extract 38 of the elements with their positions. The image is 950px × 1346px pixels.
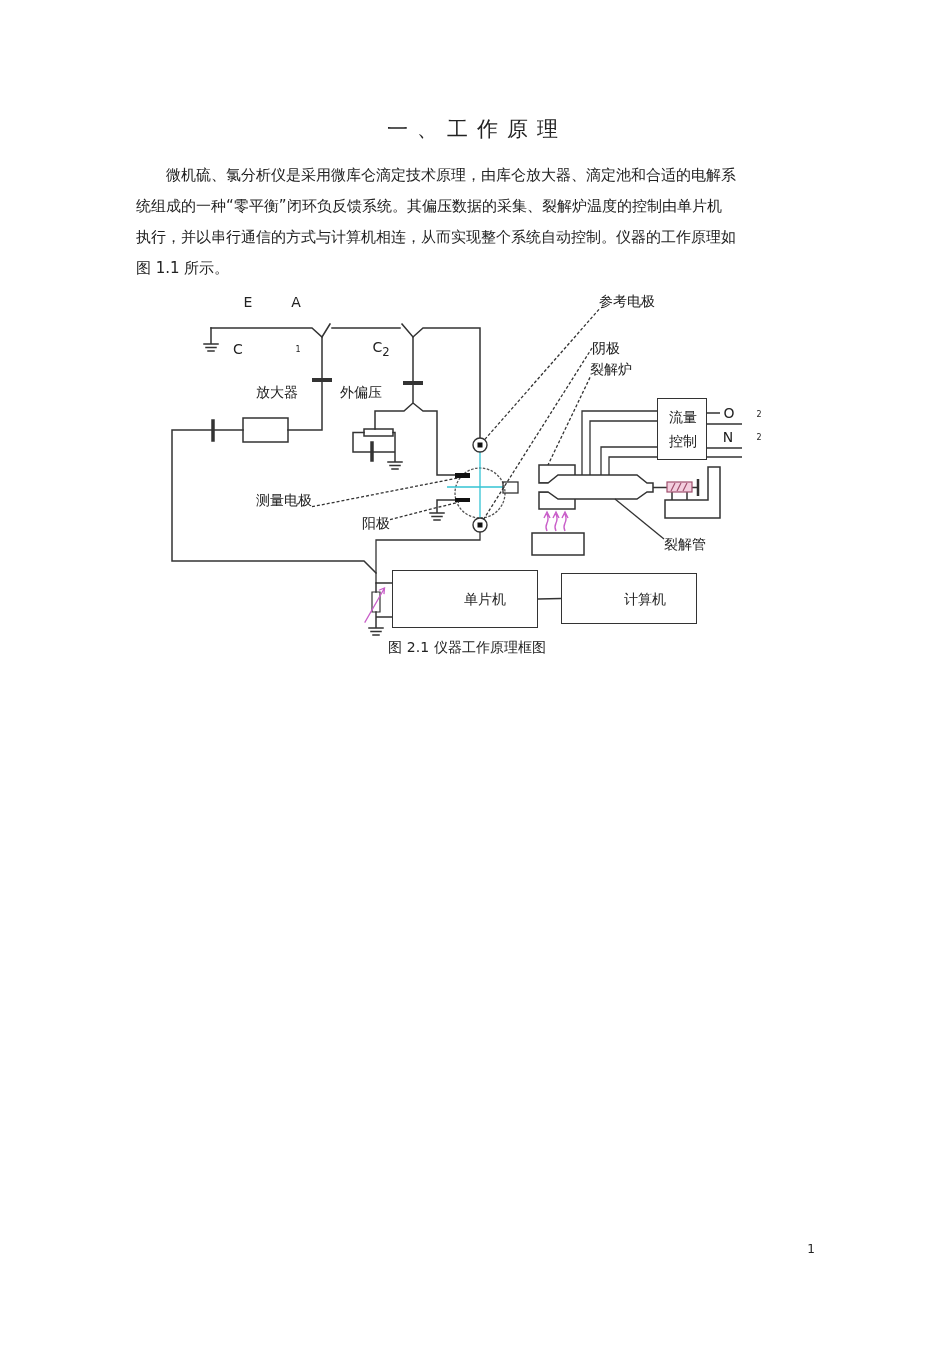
page-number: 1 [807, 1241, 815, 1257]
leader-line [614, 498, 665, 540]
leader-line [389, 501, 460, 521]
subscript-digit: 2 [756, 410, 762, 420]
leader-line [311, 477, 459, 508]
part-label: 测量电极 [256, 491, 312, 509]
part-label: E [243, 293, 253, 311]
figure-caption: 图 2.1 仪器工作原理框图 [388, 638, 546, 656]
computer-box: 计算机 [561, 573, 697, 624]
part-label: 阴极 [592, 339, 620, 357]
subscript-digit: 1 [295, 345, 301, 355]
wire [375, 531, 481, 584]
gas-pipe [600, 446, 658, 476]
part-label: 裂解炉 [590, 360, 632, 378]
leader-line [547, 376, 591, 466]
microcontroller-box: 单片机 [392, 570, 538, 628]
gas-pipe [608, 456, 658, 476]
part-label: 参考电极 [599, 292, 655, 310]
leader-line [483, 308, 600, 441]
gas-pipe [589, 420, 658, 476]
subscript-digit: 2 [756, 433, 762, 443]
gas-pipe [581, 410, 658, 476]
body-paragraph: 微机硫、氯分析仪是采用微库仑滴定技术原理，由库仑放大器、滴定池和合适的电解系统组成的一种“零平衡”闭环负反馈系统。其偏压数据的采集、裂解炉温度的控制由单片机执行，并以串行通信的方式与计算机相连，从而实现整个系统自动控制。仪器的工作原理如图 1.1 所示。 [136, 165, 736, 279]
part-label: 裂解管 [664, 535, 706, 553]
part-label: C [233, 340, 243, 358]
leader-line [483, 347, 593, 520]
part-label: A [291, 293, 301, 311]
flow-controller-box: 流量控制 [657, 398, 707, 460]
part-label: C$_{2}$ [372, 339, 390, 359]
part-label: 放大器 [256, 383, 298, 401]
part-label: 阳极 [362, 514, 390, 532]
part-label: O [723, 404, 735, 422]
part-label: N [722, 428, 734, 446]
part-label: 外偏压 [340, 383, 382, 401]
section-heading: 一、工作原理 [387, 117, 567, 143]
pyrolysis-tube [538, 474, 654, 500]
connector-line [537, 597, 562, 600]
titration-cell [446, 437, 519, 533]
